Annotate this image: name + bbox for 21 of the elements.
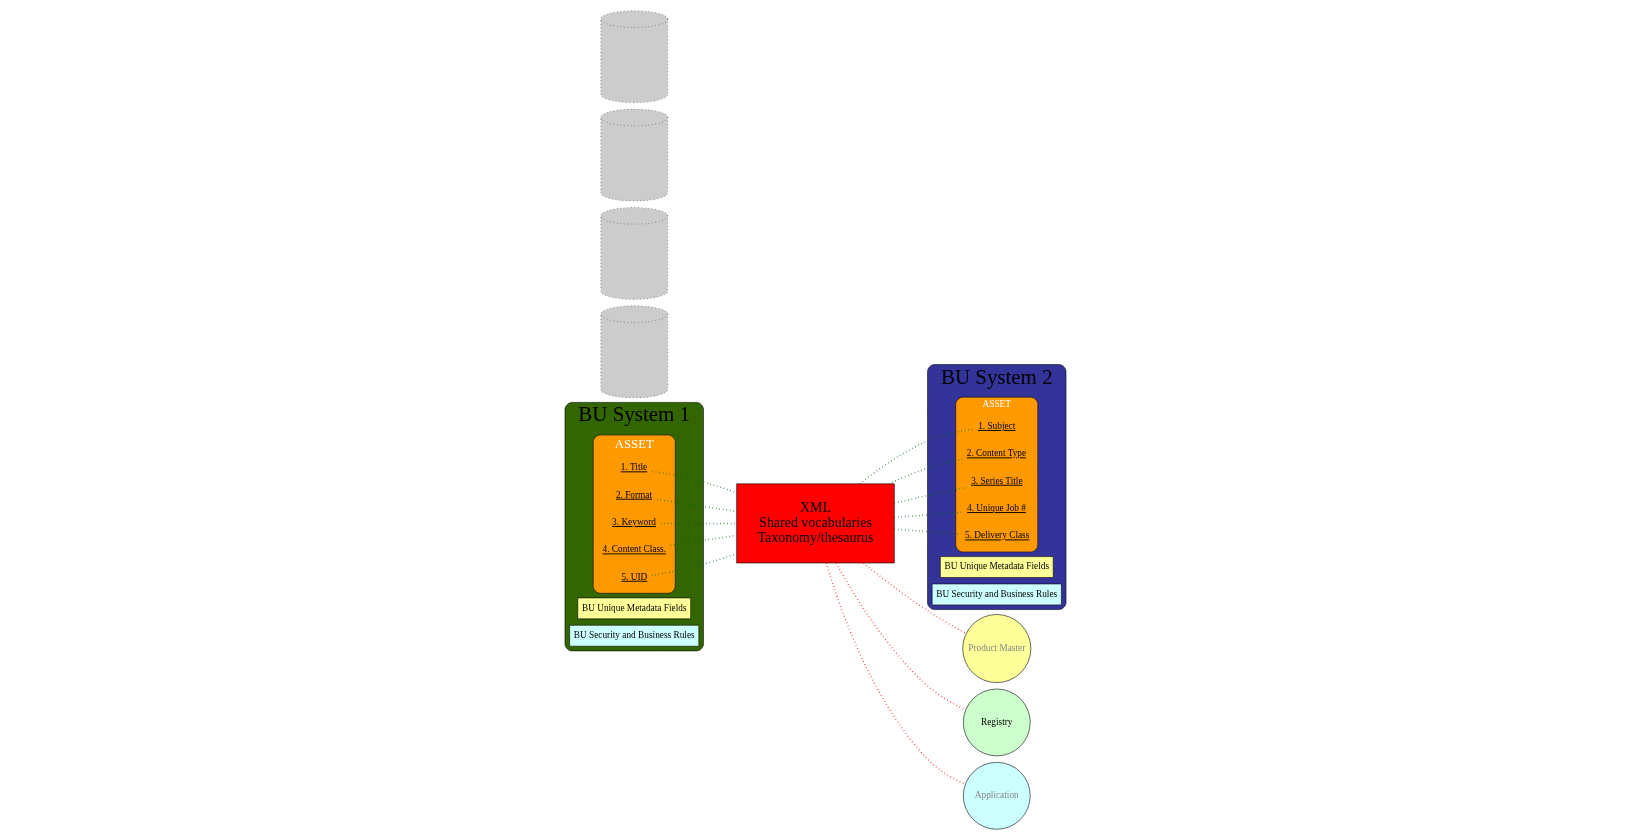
node-text: 1. Subject [977, 421, 1015, 432]
node-text: 2. Content Type [966, 448, 1026, 459]
node-text: 3. Series Title [970, 475, 1023, 486]
connector [834, 562, 966, 711]
node-box: BU Security and Business Rules [931, 583, 1062, 606]
node-box: BU Unique Metadata Fields [577, 597, 691, 620]
node-circle: Application [962, 762, 1030, 830]
node-text: 3. Keyword [611, 517, 656, 528]
connector [862, 562, 967, 635]
node-text: 2. Format [615, 489, 652, 500]
node-circle: Product Master [961, 614, 1031, 683]
connector [656, 498, 737, 513]
node-box: BU Security and Business Rules [568, 625, 699, 647]
node-box: BU Unique Metadata Fields [939, 556, 1053, 578]
node-text: 4. Unique Job # [966, 503, 1026, 514]
node-text: 4. Content Class. [602, 544, 666, 555]
node-box: XML Shared vocabularies Taxonomy/thesaurus [735, 483, 895, 564]
node-text: 5. Delivery Class [964, 530, 1029, 541]
node-circle: Registry [962, 688, 1030, 757]
node-text: 5. UID [620, 571, 647, 582]
node-text: 1. Title [620, 462, 647, 473]
